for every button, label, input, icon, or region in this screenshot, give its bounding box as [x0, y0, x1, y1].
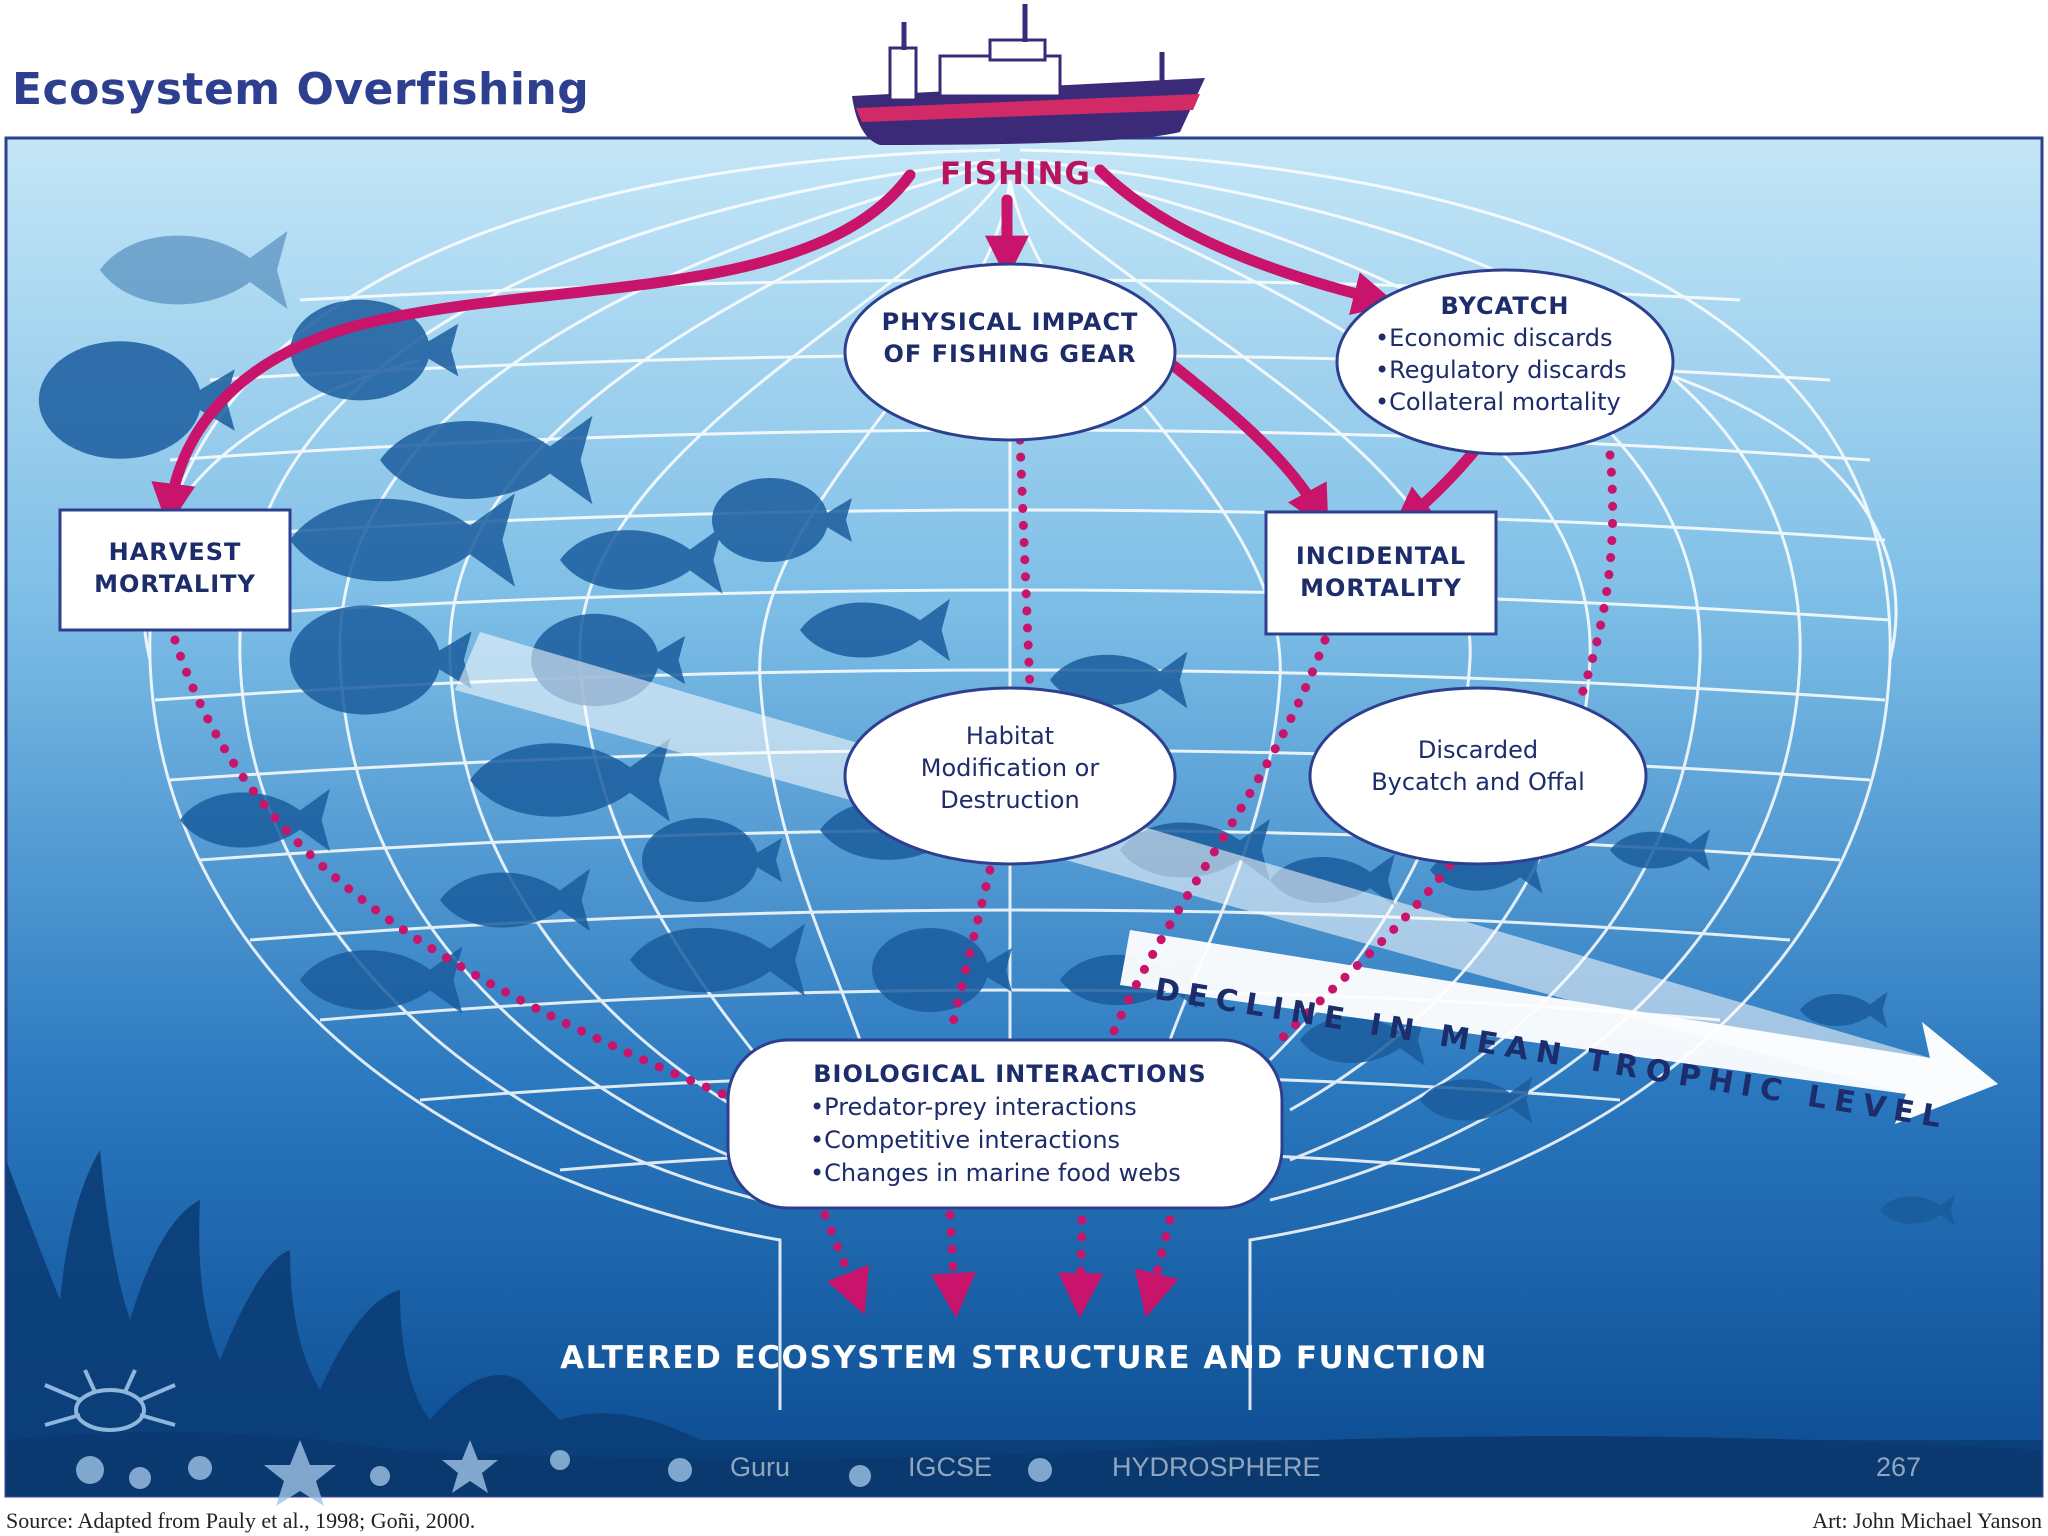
footer-topic: HYDROSPHERE	[1112, 1452, 1321, 1482]
footer-course: IGCSE	[908, 1452, 993, 1482]
physical-impact-ellipse	[843, 262, 1177, 442]
outcome-label: ALTERED ECOSYSTEM STRUCTURE AND FUNCTION	[560, 1340, 1488, 1376]
biological-item: Changes in marine food webs	[810, 1157, 1260, 1190]
footer-author: Guru	[730, 1452, 791, 1482]
footer-page-number: 267	[1876, 1452, 1922, 1482]
art-credit: Art: John Michael Yanson	[1812, 1508, 2042, 1533]
biological-item: Competitive interactions	[810, 1124, 1260, 1157]
biological-item: Predator-prey interactions	[810, 1091, 1260, 1124]
bycatch-item: Collateral mortality	[1375, 386, 1660, 418]
dotted-arrows	[170, 435, 1618, 1318]
diagram-heading: Ecosystem Overfishing	[12, 64, 590, 115]
trophic-level-arrow	[455, 632, 1998, 1124]
seafloor-plants	[6, 1150, 2042, 1496]
crab-icon	[44, 1369, 176, 1432]
incidental-mortality-box	[1264, 510, 1498, 636]
harvest-mortality-box	[58, 508, 292, 632]
source-citation: Source: Adapted from Pauly et al., 1998;…	[6, 1508, 476, 1533]
discarded-ellipse	[1308, 686, 1648, 866]
fishing-label: FISHING	[940, 156, 1091, 192]
biological-interactions-label: BIOLOGICAL INTERACTIONS Predator-prey in…	[760, 1058, 1260, 1190]
seafloor-shells	[76, 1440, 1052, 1506]
bycatch-label: BYCATCH Economic discards Regulatory dis…	[1350, 290, 1660, 418]
bycatch-item: Regulatory discards	[1375, 354, 1660, 386]
habitat-ellipse	[843, 686, 1177, 866]
bycatch-item: Economic discards	[1375, 322, 1660, 354]
fishing-vessel-icon	[852, 4, 1205, 145]
